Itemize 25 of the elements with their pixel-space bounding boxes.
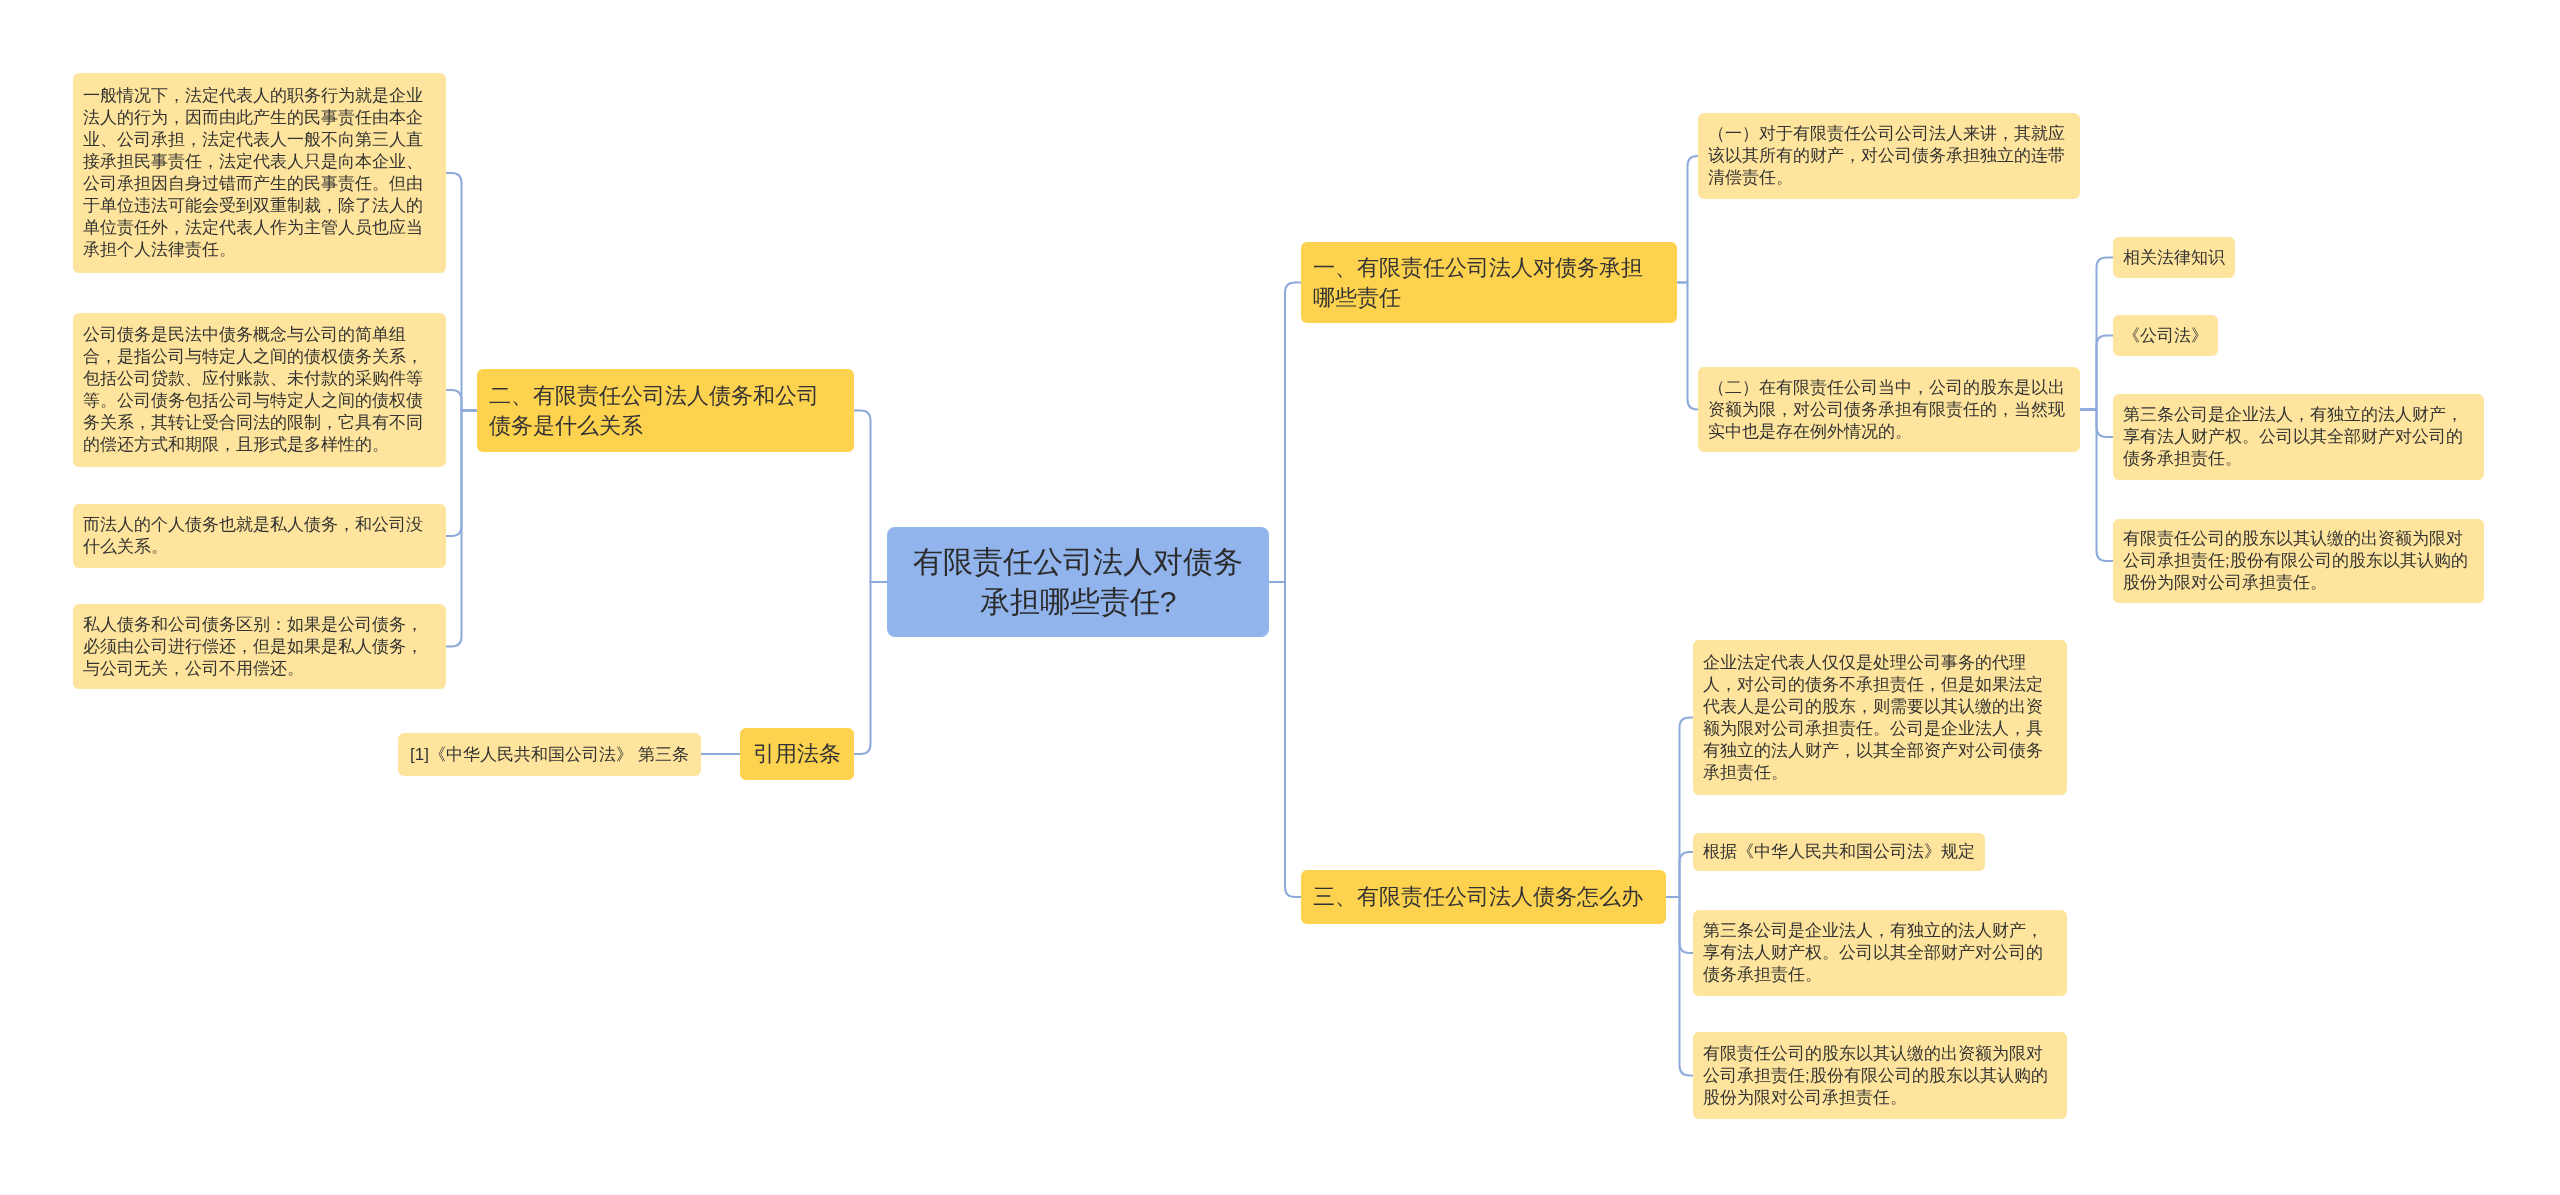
central-topic: 有限责任公司法人对债务承担哪些责任? — [887, 527, 1269, 637]
note-card: 相关法律知识 — [2113, 237, 2235, 278]
connector-line — [853, 581, 888, 755]
note-card: 有限责任公司的股东以其认缴的出资额为限对公司承担责任;股份有限公司的股东以其认购的股份为限对公司承担责任。 — [2113, 519, 2484, 603]
connector-line — [1268, 581, 1302, 898]
note-card: [1]《中华人民共和国公司法》 第三条 — [398, 733, 701, 776]
branch-topic: 二、有限责任公司法人债务和公司债务是什么关系 — [477, 369, 854, 452]
note-card: 《公司法》 — [2113, 315, 2218, 356]
branch-topic: 一、有限责任公司法人对债务承担哪些责任 — [1301, 242, 1677, 323]
connector-line — [1676, 281, 1699, 411]
note-card: （二）在有限责任公司当中，公司的股东是以出资额为限，对公司债务承担有限责任的，当然现实中也是存在例外情况的。 — [1698, 367, 2080, 452]
note-card: （一）对于有限责任公司公司法人来讲，其就应该以其所有的财产，对公司债务承担独立的连带清偿责任。 — [1698, 113, 2080, 199]
note-card: 公司债务是民法中债务概念与公司的简单组合，是指公司与特定人之间的债权债务关系，包括公司贷款、应付账款、未付款的采购件等等。公司债务包括公司与特定人之间的债权债务关系，其转让受合同法的限制，它具有不同的偿还方式和期限，且形式是多样性的。 — [73, 313, 446, 467]
branch-topic: 引用法条 — [740, 728, 854, 780]
note-card: 而法人的个人债务也就是私人债务，和公司没什么关系。 — [73, 504, 446, 568]
branch-topic: 三、有限责任公司法人债务怎么办 — [1301, 870, 1666, 924]
connector-line — [699, 753, 741, 755]
connector-line — [2079, 408, 2114, 562]
note-card: 第三条公司是企业法人，有独立的法人财产，享有法人财产权。公司以其全部财产对公司的债务承担责任。 — [1693, 910, 2067, 996]
note-card: 私人债务和公司债务区别：如果是公司债务，必须由公司进行偿还，但是如果是私人债务，与公司无关，公司不用偿还。 — [73, 604, 446, 689]
note-card: 第三条公司是企业法人，有独立的法人财产，享有法人财产权。公司以其全部财产对公司的债务承担责任。 — [2113, 394, 2484, 480]
note-card: 根据《中华人民共和国公司法》规定 — [1693, 833, 1985, 871]
note-card: 一般情况下，法定代表人的职务行为就是企业法人的行为，因而由此产生的民事责任由本企业、公司承担，法定代表人一般不向第三人直接承担民事责任，法定代表人只是向本企业、公司承担因自身过错而产生的民事责任。但由于单位违法可能会受到双重制裁，除了法人的单位责任外，法定代表人作为主管人员也应当承担个人法律责任。 — [73, 73, 446, 273]
note-card: 企业法定代表人仅仅是处理公司事务的代理人，对公司的债务不承担责任，但是如果法定代表人是公司的股东，则需要以其认缴的出资额为限对公司承担责任。公司是企业法人，具有独立的法人财产，以其全部资产对公司债务承担责任。 — [1693, 640, 2067, 795]
note-card: 有限责任公司的股东以其认缴的出资额为限对公司承担责任;股份有限公司的股东以其认购的股份为限对公司承担责任。 — [1693, 1032, 2067, 1119]
